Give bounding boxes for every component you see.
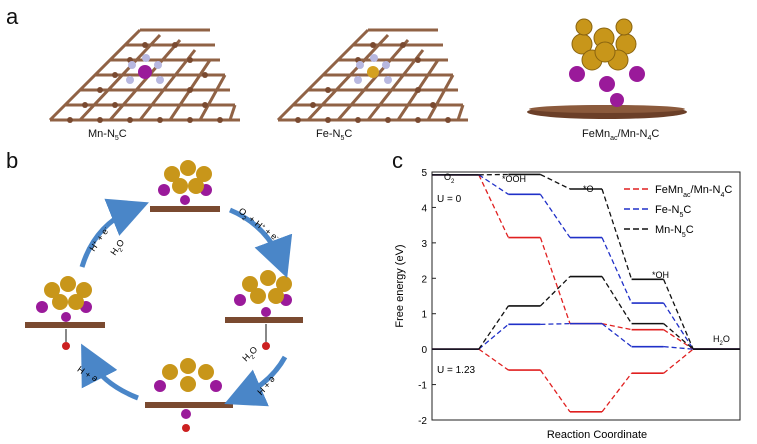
y-tick-label-1: -1	[418, 381, 427, 392]
y-tick-label-5: 3	[421, 239, 427, 250]
graphene-atoms	[295, 42, 451, 123]
panel-letter-a: a	[6, 4, 19, 29]
fe-cluster	[571, 18, 637, 71]
catalytic-cycle: H+ + e- H2O O2 + H+ + e- H2O e + H e + H	[25, 160, 303, 432]
connector-0-u0-2	[601, 322, 632, 331]
svg-text:H+ + e-: H+ + e-	[87, 225, 111, 253]
femn-label: FeMnac/Mn-N4C	[582, 128, 660, 143]
legend-label-mn: Mn-N5C	[655, 224, 694, 239]
cycle-structure-left	[25, 276, 105, 350]
connector-1-u0-1	[539, 193, 571, 238]
y-tick-label-0: -2	[418, 416, 427, 427]
y-tick-label-6: 4	[421, 203, 427, 214]
graphene-sheet	[276, 28, 468, 122]
mn-atom	[138, 65, 152, 79]
connector-2-u123-3	[663, 323, 694, 350]
cycle-arrow-left-to-top	[79, 198, 149, 268]
connector-0-u123-0	[478, 348, 509, 371]
fe-n5c-label: Fe-N5C	[316, 128, 353, 143]
potential-label-u0: U = 0	[437, 194, 462, 205]
connector-0-u0-3	[663, 329, 694, 350]
nitrogen-atoms	[354, 54, 392, 84]
connector-0-u123-1	[539, 369, 571, 413]
potential-label-u123: U = 1.23	[437, 365, 476, 376]
connector-1-u123-2	[601, 323, 632, 348]
svg-text:H2O: H2O	[240, 344, 261, 365]
step-label-top-left: H+ + e-	[87, 225, 111, 254]
connector-2-u123-0	[478, 305, 509, 350]
mn-n5c-structure	[48, 28, 240, 123]
cycle-structure-bottom	[145, 358, 233, 432]
x-axis-label: Reaction Coordinate	[547, 429, 647, 441]
connector-2-u0-3	[663, 279, 694, 350]
cycle-structure-top	[150, 160, 220, 212]
graphene-strip	[527, 105, 687, 119]
step-label-h2o: H2O	[713, 334, 730, 347]
connector-1-u123-0	[478, 323, 509, 350]
cycle-structure-right	[225, 270, 303, 350]
step-label-ooh: *OOH	[502, 174, 526, 184]
connector-0-u123-3	[663, 348, 694, 374]
connector-1-u0-3	[663, 302, 694, 350]
connector-1-u123-3	[663, 346, 694, 350]
y-axis-label: Free energy (eV)	[394, 244, 406, 327]
connector-1-u0-2	[601, 237, 633, 304]
connector-2-u123-2	[601, 276, 633, 324]
femn-structure	[527, 18, 687, 119]
chart-legend: FeMnac/Mn-N4C Fe-N5C Mn-N5C	[624, 184, 732, 239]
connector-1-u0-0	[478, 174, 509, 195]
step-label-bottom-right-water: H2O	[240, 344, 261, 365]
connector-2-u123-1	[539, 276, 571, 307]
fe-n5c-structure	[276, 28, 468, 123]
legend-entry-fe: Fe-N5C	[624, 204, 691, 219]
chart-series	[432, 173, 740, 413]
connector-1-u123-1	[540, 322, 570, 325]
step-label-o: *O	[583, 184, 594, 194]
legend-label-femn: FeMnac/Mn-N4C	[655, 184, 732, 199]
y-tick-label-2: 0	[421, 345, 427, 356]
connector-2-u0-1	[540, 173, 571, 190]
cycle-arrow-top-to-right	[229, 207, 293, 279]
y-tick-label-4: 2	[421, 274, 427, 285]
legend-entry-mn: Mn-N5C	[624, 224, 694, 239]
legend-label-fe: Fe-N5C	[655, 204, 691, 219]
mn-n5c-label: Mn-N5C	[88, 128, 127, 143]
step-label-oh: *OH	[652, 270, 669, 280]
connector-2-u0-2	[601, 188, 633, 280]
connector-0-u0-0	[478, 174, 509, 238]
svg-text:H2O: H2O	[108, 238, 128, 259]
legend-entry-femn: FeMnac/Mn-N4C	[624, 184, 732, 199]
step-label-top-left-water: H2O	[108, 238, 128, 259]
free-energy-chart: -2 -1 0 1 2 3 4 5 Free energy (eV) Reaction Coo…	[394, 168, 741, 441]
fe-atom	[367, 66, 379, 78]
y-tick-label-7: 5	[421, 168, 427, 179]
y-tick-label-3: 1	[421, 310, 427, 321]
panel-letter-c: c	[392, 148, 403, 173]
svg-text:O2 + H+ + e-: O2 + H+ + e-	[235, 206, 281, 246]
step-label-o2: O2	[444, 172, 455, 185]
plot-frame	[431, 171, 741, 421]
step-label-top-right: O2 + H+ + e-	[235, 206, 281, 246]
chart-axes: -2 -1 0 1 2 3 4 5	[418, 168, 741, 427]
connector-0-u123-2	[601, 372, 633, 413]
cycle-arrow-bottom-to-left	[81, 343, 139, 401]
graphene-sheet	[48, 28, 240, 122]
connector-0-u0-1	[539, 237, 571, 324]
graphene-atoms	[67, 42, 223, 123]
cycle-arrow-right-to-bottom	[224, 355, 288, 407]
panel-letter-b: b	[6, 148, 19, 173]
mn-atoms	[569, 66, 645, 107]
nitrogen-atoms	[126, 54, 164, 84]
